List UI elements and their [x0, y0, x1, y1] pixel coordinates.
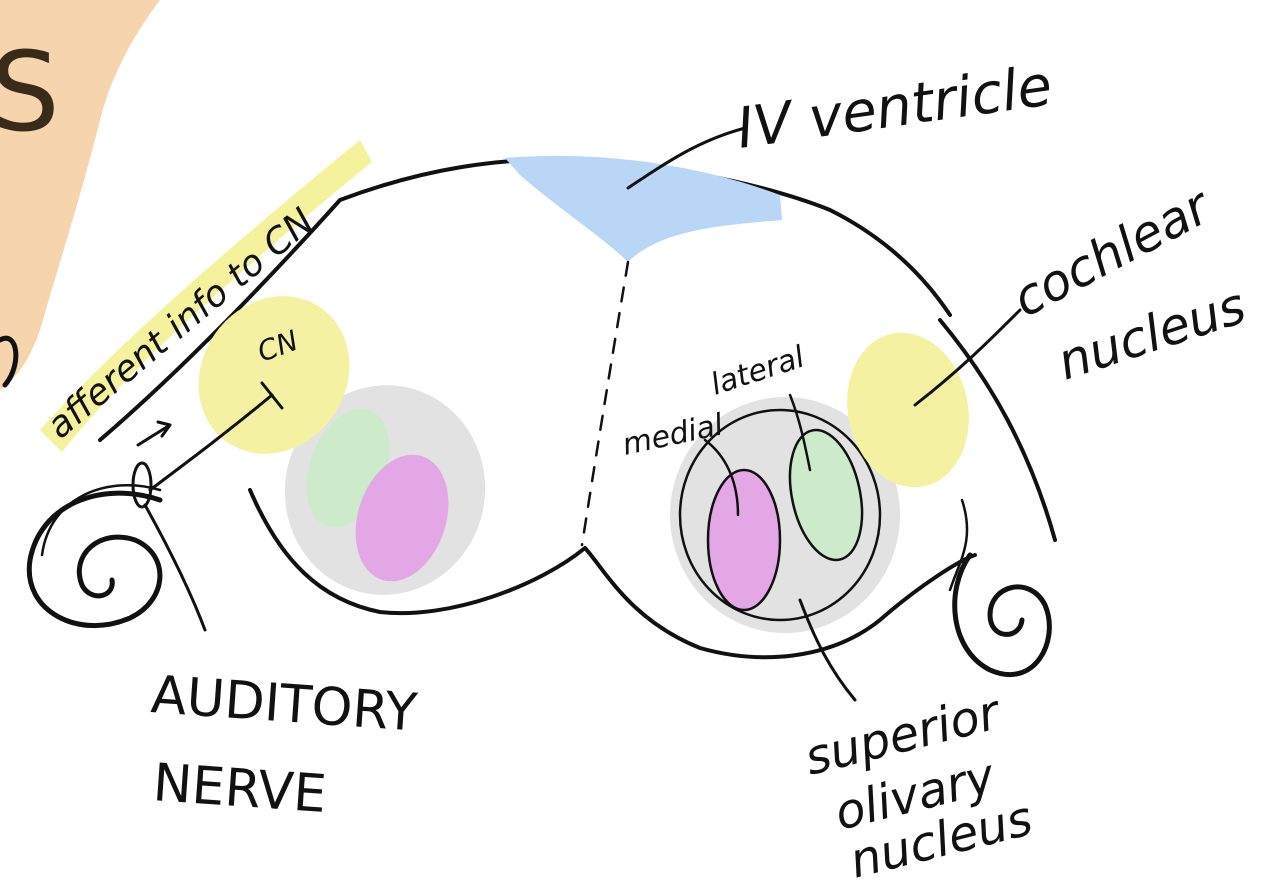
auditory-pointer: [145, 505, 205, 630]
right-cochlea-spiral: [955, 555, 1050, 675]
iv-ventricle-region: [505, 156, 782, 262]
lateral-label: lateral: [707, 339, 810, 402]
left-cochlea-spiral: [29, 493, 160, 625]
page-corner-fragment: S: [0, 28, 60, 156]
iv-ventricle-label: IV ventricle: [733, 53, 1056, 161]
auditory-label-line2: NERVE: [151, 753, 328, 825]
auditory-label-line1: AUDITORY: [149, 665, 419, 743]
midline-dashed: [582, 262, 628, 545]
afferent-arrow: [138, 422, 170, 445]
